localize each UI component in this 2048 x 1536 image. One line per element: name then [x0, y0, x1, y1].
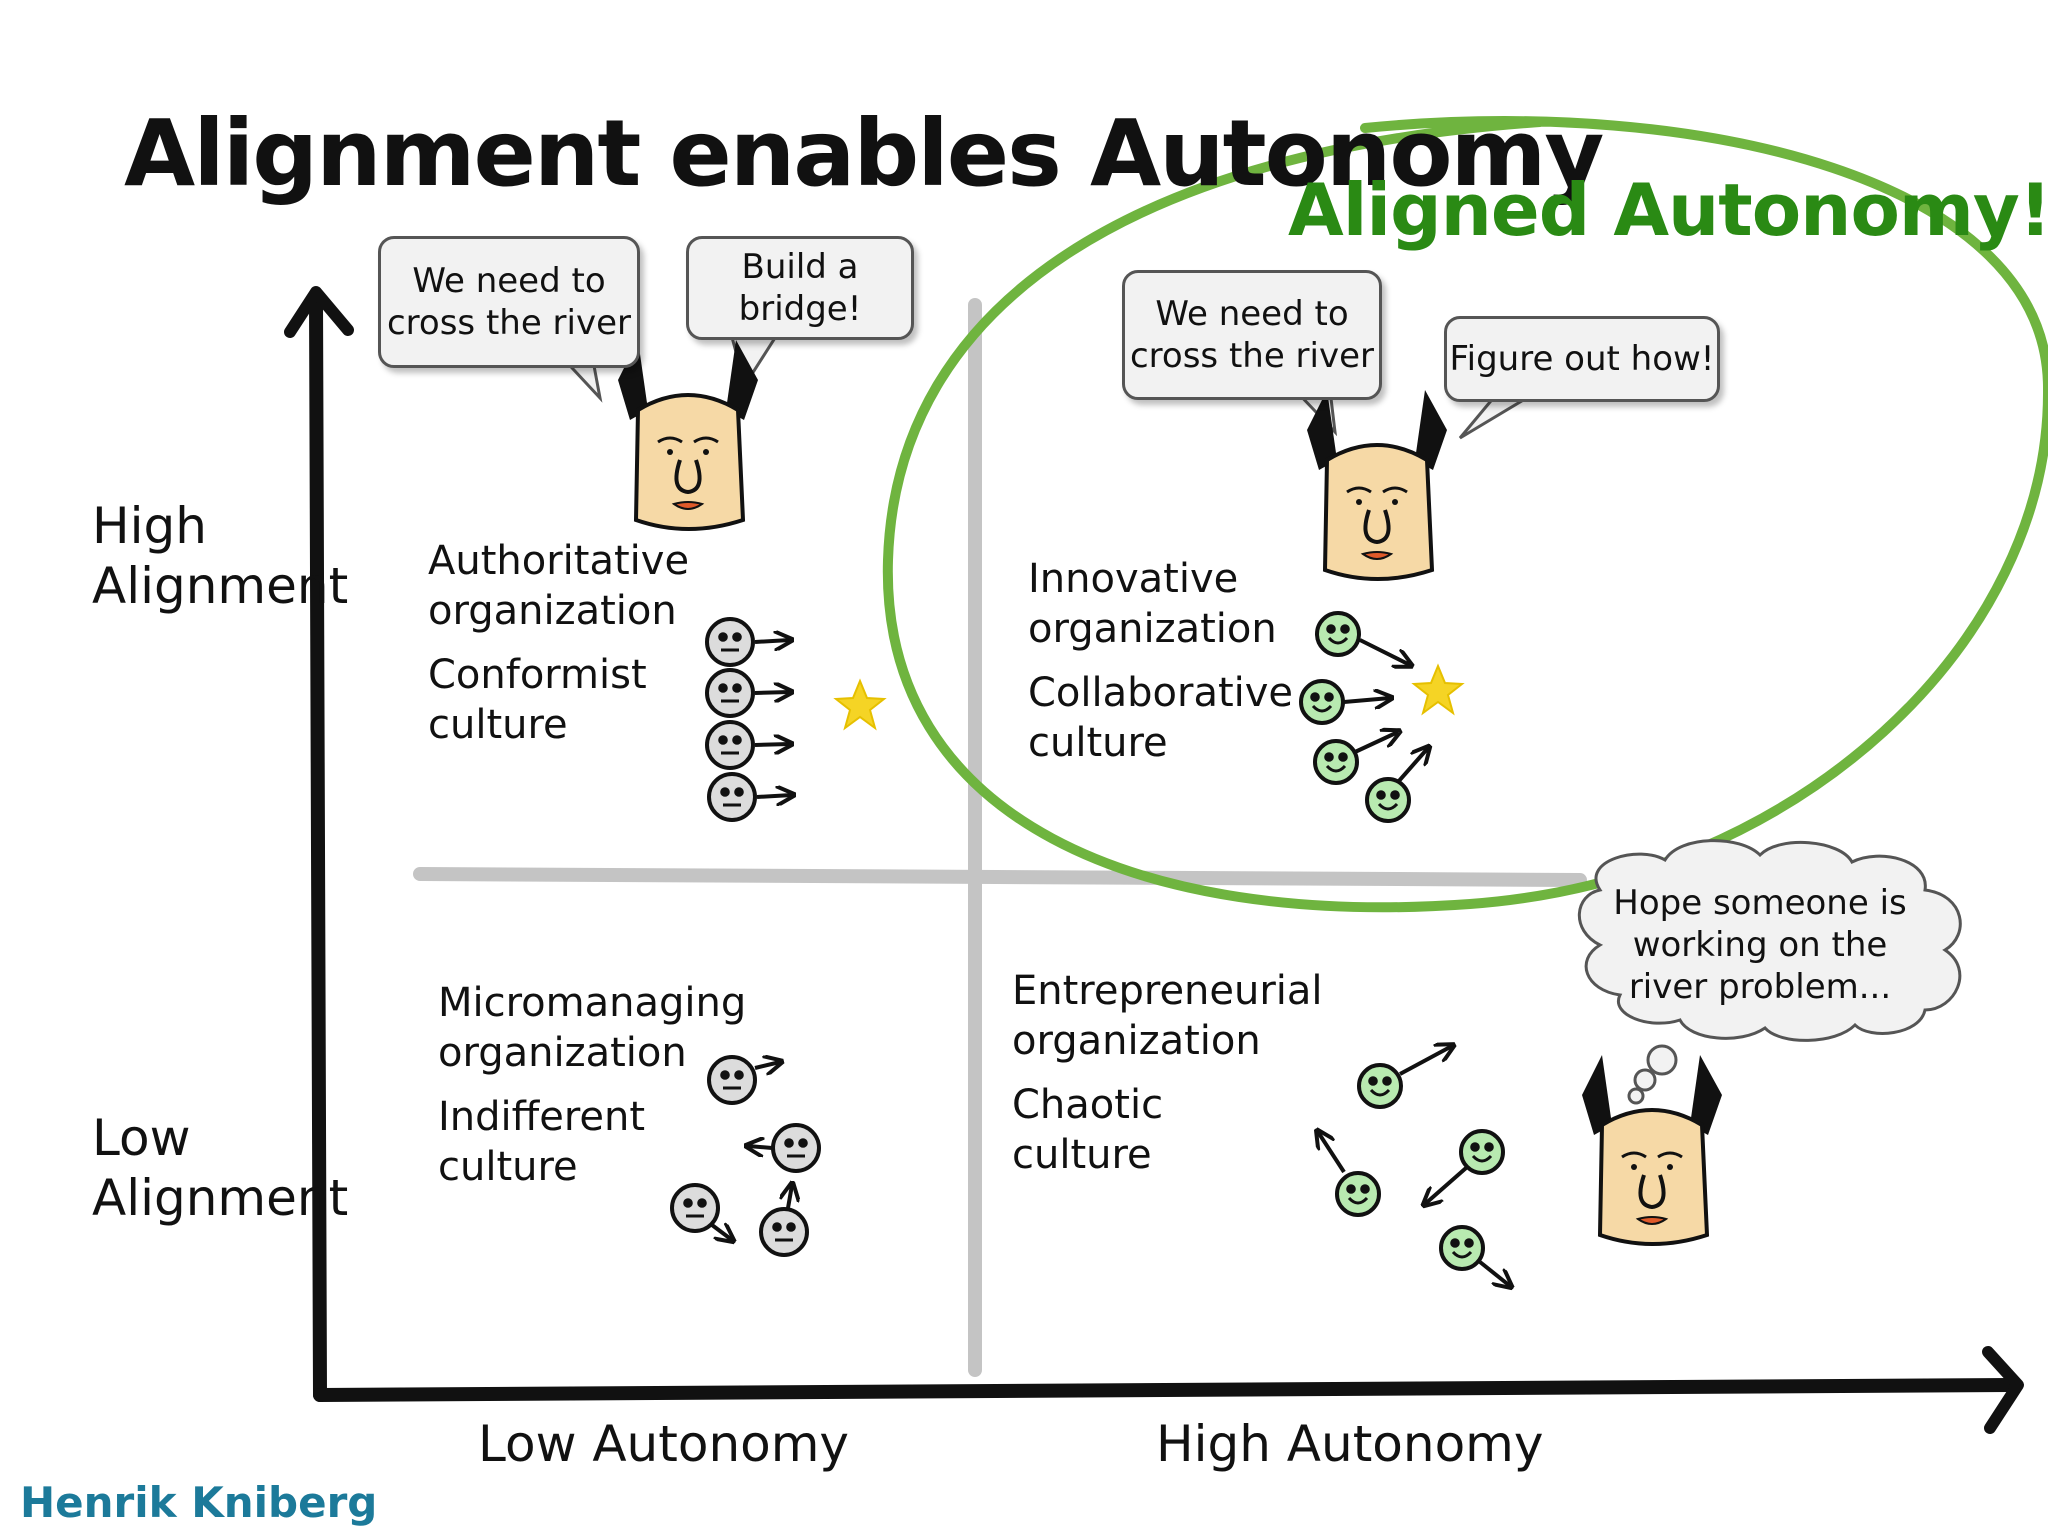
x-axis-low-label: Low Autonomy — [478, 1415, 850, 1473]
team-top-left — [705, 617, 792, 822]
y-axis-high-label: High Alignment — [92, 497, 349, 615]
happy-face — [1365, 777, 1411, 823]
happy-face — [1439, 1225, 1485, 1271]
neutral-face — [705, 720, 755, 770]
speech-bubble-top-left-order: Build a bridge! — [686, 236, 914, 340]
neutral-face — [705, 617, 755, 667]
manager-top-right — [1305, 388, 1449, 581]
happy-face — [1299, 679, 1345, 725]
y-axis-arrowhead — [284, 286, 354, 338]
quadrant-bottom-left-text: Micromanaging organization Indifferent c… — [438, 980, 747, 1190]
aligned-autonomy-ellipse — [882, 116, 2048, 913]
quadrant-top-left-text: Authoritative organization Conformist cu… — [428, 538, 690, 748]
happy-face — [1315, 611, 1361, 657]
goal-star-top-right — [1413, 665, 1463, 714]
happy-face — [1335, 1171, 1381, 1217]
happy-face — [1313, 739, 1359, 785]
x-axis-high-label: High Autonomy — [1156, 1415, 1544, 1473]
thought-cloud — [1577, 839, 1962, 1042]
neutral-face — [771, 1123, 821, 1173]
happy-face — [1459, 1129, 1505, 1175]
thought-dot-small — [1627, 1087, 1645, 1105]
speech-bubble-top-right-need: We need to cross the river — [1122, 270, 1382, 400]
speech-bubble-top-right-order: Figure out how! — [1444, 316, 1720, 402]
happy-face — [1357, 1063, 1403, 1109]
y-axis-low-label: Low Alignment — [92, 1109, 349, 1227]
neutral-face — [759, 1207, 809, 1257]
thought-dot-large — [1646, 1044, 1678, 1076]
author-signature: Henrik Kniberg — [20, 1478, 378, 1527]
page-title: Alignment enables Autonomy — [124, 100, 1604, 207]
horizontal-divider — [413, 867, 1587, 887]
team-bottom-right — [1318, 1046, 1510, 1286]
thought-dot-medium — [1633, 1068, 1657, 1092]
aligned-autonomy-label: Aligned Autonomy! — [1288, 168, 2048, 252]
thought-bubble-text: Hope someone is working on the river pro… — [1613, 883, 1907, 1007]
team-bottom-left — [670, 1057, 821, 1257]
manager-top-left — [616, 338, 760, 531]
neutral-face — [705, 668, 755, 718]
neutral-face — [707, 772, 757, 822]
goal-star-top-left — [835, 680, 885, 729]
team-top-right — [1299, 611, 1428, 823]
y-axis-line — [309, 293, 327, 1402]
x-axis-line — [313, 1378, 2017, 1402]
quadrant-top-right-text: Innovative organization Collaborative cu… — [1028, 556, 1294, 766]
x-axis-arrowhead — [1982, 1346, 2024, 1434]
speech-bubble-top-left-need: We need to cross the river — [378, 236, 640, 368]
quadrant-bottom-right-text: Entrepreneurial organization Chaotic cul… — [1012, 968, 1323, 1178]
